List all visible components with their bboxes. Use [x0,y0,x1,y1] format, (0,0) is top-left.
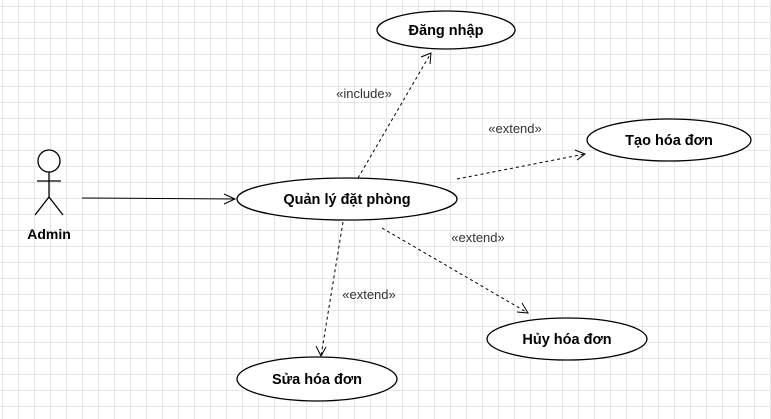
use-case-manage-booking[interactable]: Quản lý đặt phòng [236,177,458,221]
extend-edit-connector [315,221,344,358]
use-case-login-label: Đăng nhập [409,23,484,39]
use-case-cancel-invoice-label: Hủy hóa đơn [522,332,611,348]
actor-head [37,149,61,173]
use-case-cancel-invoice[interactable]: Hủy hóa đơn [486,317,648,361]
use-case-edit-invoice-label: Sửa hóa đơn [272,372,362,388]
extend-cancel-label: «extend» [451,230,505,245]
extend-cancel-connector [381,227,529,314]
extend-create-connector [456,149,587,180]
association-admin-main [81,193,237,205]
actor-admin[interactable]: Admin [27,149,71,242]
include-login-label: «include» [336,86,392,101]
use-case-login-shape [376,10,516,50]
use-case-create-invoice-label: Tạo hóa đơn [625,133,713,149]
use-case-manage-booking-shape [236,177,458,221]
use-case-create-invoice[interactable]: Tạo hóa đơn [586,118,752,162]
include-login-connector [357,52,432,179]
use-case-edit-invoice-shape [236,356,398,402]
extend-create-label: «extend» [488,121,542,136]
use-case-manage-booking-label: Quản lý đặt phòng [283,192,410,208]
extend-edit-label: «extend» [342,287,396,302]
use-case-login[interactable]: Đăng nhập [376,10,516,50]
use-case-cancel-invoice-shape [486,317,648,361]
actor-label: Admin [27,226,71,242]
actor-left-leg [34,196,50,216]
use-case-create-invoice-shape [586,118,752,162]
actor-right-leg [48,196,64,216]
use-case-edit-invoice[interactable]: Sửa hóa đơn [236,356,398,402]
